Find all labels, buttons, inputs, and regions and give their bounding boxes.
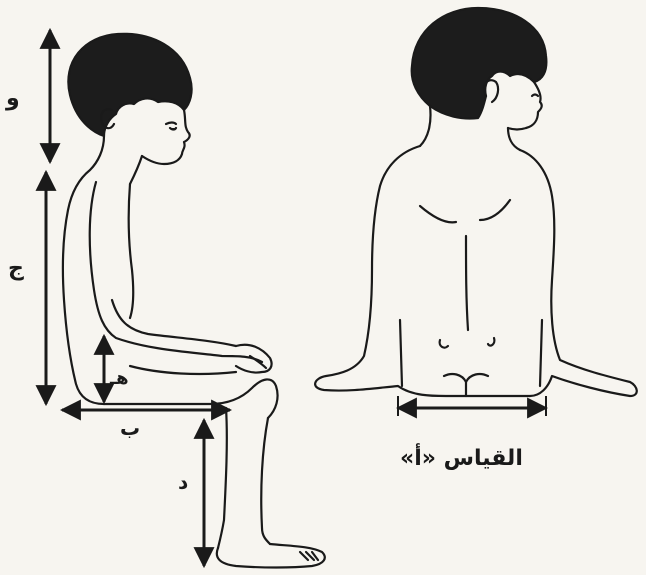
label-ba: ب (120, 416, 140, 440)
label-dal: د (178, 470, 188, 494)
seated-boy-side-view (63, 34, 325, 568)
back-view-spine (466, 236, 468, 330)
boy-thigh (104, 379, 278, 418)
back-view-hair (412, 8, 547, 119)
boy-hair (68, 34, 191, 136)
seated-boy-back-view (315, 8, 637, 396)
boy-torso-outline (63, 136, 104, 404)
label-jeem: ج (8, 256, 24, 281)
label-ha: هـ (110, 368, 129, 389)
boy-face (142, 110, 190, 164)
back-view-torso (315, 146, 637, 396)
back-view-face (508, 82, 542, 130)
boy-arm (90, 182, 262, 362)
measurement-caption: القياس «أ» (400, 446, 523, 471)
label-waw: و (6, 86, 20, 111)
boy-lower-leg (261, 418, 270, 544)
